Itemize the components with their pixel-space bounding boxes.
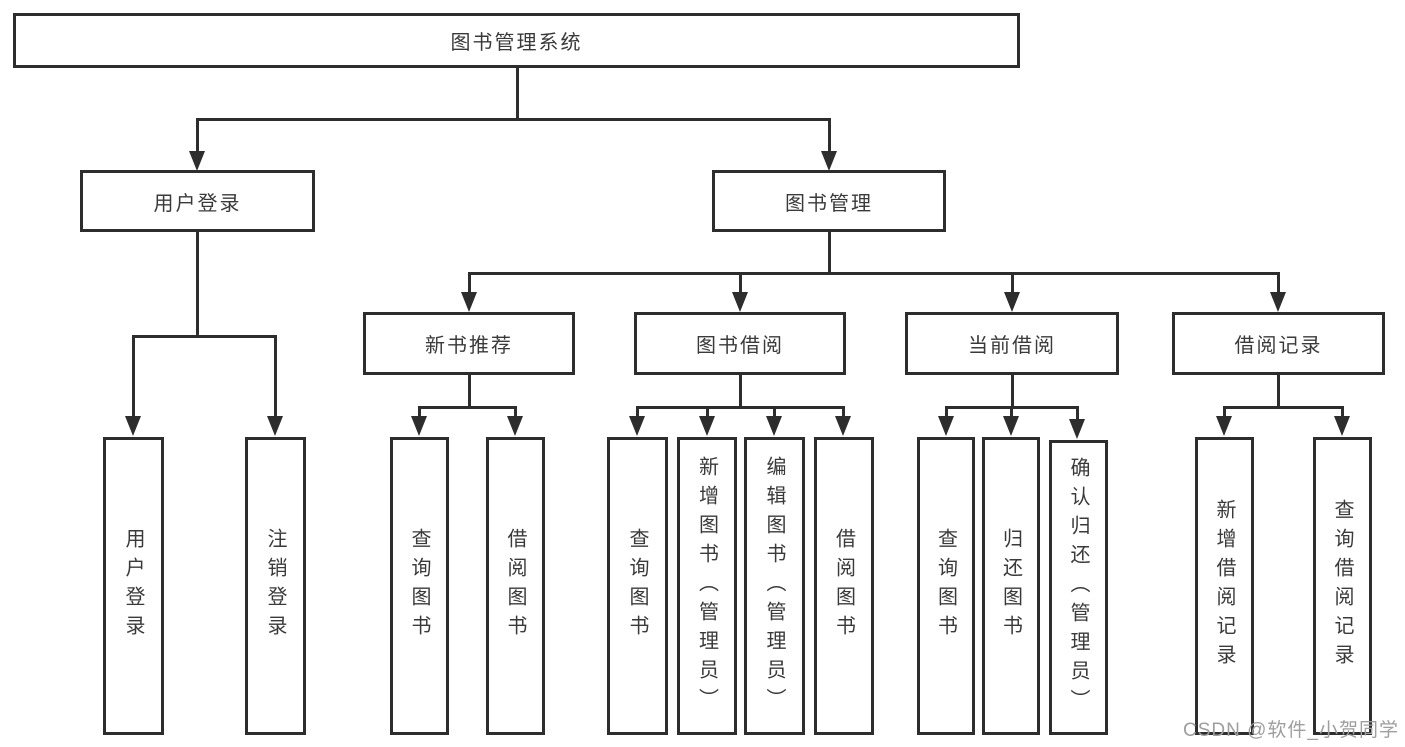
node-current-borrow: 当前借阅 [905,312,1119,375]
arrow-down-icon [938,416,954,436]
connector-borrow-records-stem [1277,373,1280,408]
connector-to-leaf [773,406,776,418]
arrow-down-icon [1270,292,1286,312]
connector-borrow-records-bus [1223,406,1344,409]
arrow-down-icon [629,416,645,436]
node-label: 图书借阅 [696,335,784,357]
connector-user-login-bus [132,335,277,338]
arrow-down-icon [411,416,427,436]
node-label: 当前借阅 [968,335,1056,357]
arrow-down-icon [461,292,477,312]
connector-to-leaf [1010,406,1013,418]
connector-to-leaf [636,406,639,418]
connector-root-bus [196,118,831,121]
node-label: 借阅图书 [504,528,526,644]
arrow-down-icon [125,416,141,436]
node-label: 查询图书 [934,528,957,644]
node-book-borrow: 图书借阅 [634,312,846,375]
node-label: 确认归还（管理员） [1067,457,1089,718]
node-label: 归还图书 [999,528,1022,644]
leaf-add-borrow-record: 新增借阅记录 [1195,437,1254,735]
connector-root-stem [516,67,519,120]
leaf-current-query-book: 查询图书 [917,437,975,735]
connector-to-book-mgmt [828,118,831,154]
node-label: 注销登录 [264,528,286,644]
arrow-down-icon [267,416,283,436]
arrow-down-icon [1216,416,1232,436]
arrow-down-icon [1003,416,1019,436]
node-label: 新增图书（管理员） [695,455,718,717]
arrow-down-icon [821,151,837,171]
connector-to-book-borrow [739,272,742,293]
node-label: 编辑图书（管理员） [763,455,785,717]
arrow-down-icon [507,416,523,436]
node-label: 新增借阅记录 [1213,499,1235,673]
leaf-confirm-return-admin: 确认归还（管理员） [1049,440,1108,735]
leaf-borrow-query-book: 查询图书 [607,437,668,735]
csdn-watermark: CSDN @软件_小贺同学 [1183,720,1399,741]
leaf-rec-query-book: 查询图书 [390,437,449,735]
arrow-down-icon [1334,416,1350,436]
node-borrow-records: 借阅记录 [1172,312,1385,375]
connector-to-leaf [274,335,277,418]
connector-new-book-rec-bus [418,406,517,409]
connector-to-leaf [418,406,421,418]
connector-to-leaf [706,406,709,418]
connector-current-borrow-stem [1011,373,1014,408]
node-label: 新书推荐 [425,335,513,357]
node-label: 图书管理系统 [450,32,583,54]
leaf-edit-book-admin: 编辑图书（管理员） [744,437,805,735]
node-library-system: 图书管理系统 [13,13,1020,68]
node-label: 用户登录 [122,528,144,644]
connector-to-leaf [1076,406,1079,420]
leaf-logout: 注销登录 [245,437,306,735]
connector-to-borrow-records [1277,272,1280,293]
connector-to-leaf [842,406,845,418]
arrow-down-icon [1069,419,1085,439]
leaf-query-borrow-record: 查询借阅记录 [1313,437,1372,735]
connector-to-leaf [945,406,948,418]
connector-to-leaf [1223,406,1226,418]
leaf-return-book: 归还图书 [982,437,1040,735]
node-book-mgmt: 图书管理 [712,170,946,232]
connector-new-book-rec-stem [468,373,471,408]
connector-to-leaf [1341,406,1344,418]
connector-to-user-login [196,118,199,154]
leaf-user-login: 用户登录 [103,437,164,735]
arrow-down-icon [1004,292,1020,312]
node-label: 借阅记录 [1234,335,1323,357]
connector-user-login-stem [196,231,199,337]
node-label: 查询借阅记录 [1331,499,1353,673]
node-label: 借阅图书 [832,528,855,644]
connector-book-mgmt-bus [468,272,1280,275]
node-user-login: 用户登录 [80,170,315,232]
leaf-rec-borrow-book: 借阅图书 [486,437,545,735]
arrow-down-icon [189,151,205,171]
arrow-down-icon [835,416,851,436]
arrow-down-icon [732,292,748,312]
connector-to-new-book-rec [468,272,471,293]
node-new-book-rec: 新书推荐 [363,312,575,375]
node-label: 用户登录 [153,192,242,215]
connector-to-leaf [514,406,517,418]
connector-book-borrow-stem [739,373,742,408]
connector-to-current-borrow [1011,272,1014,293]
arrow-down-icon [699,416,715,436]
connector-to-leaf [132,335,135,418]
node-label: 查询图书 [408,528,430,644]
connector-book-borrow-bus [636,406,845,409]
arrow-down-icon [766,416,782,436]
node-label: 图书管理 [785,192,873,215]
node-label: 查询图书 [626,528,648,644]
leaf-borrow-book: 借阅图书 [814,437,874,735]
connector-book-mgmt-stem [828,231,831,274]
leaf-add-book-admin: 新增图书（管理员） [677,437,737,735]
